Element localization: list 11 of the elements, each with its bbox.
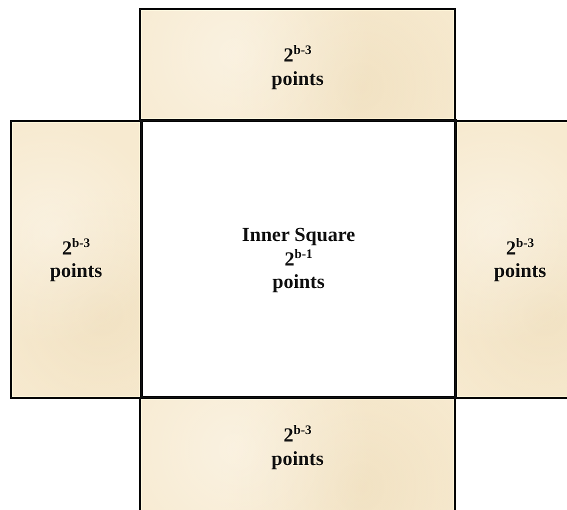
top-region <box>139 8 456 122</box>
point-count-label: 2$^{b-1}$ points <box>271 246 326 294</box>
point-count-label: 2$^{b-3}$ points <box>270 43 325 91</box>
region-title: Inner Square <box>242 224 356 247</box>
bottom-region <box>139 397 456 510</box>
point-count-label: 2$^{b-3}$ points <box>492 236 548 284</box>
inner-square <box>140 119 457 399</box>
right-region <box>455 120 567 399</box>
point-count-label: 2$^{b-3}$ points <box>270 423 325 471</box>
point-count-label: 2$^{b-3}$ points <box>48 236 104 284</box>
left-region <box>10 120 142 399</box>
